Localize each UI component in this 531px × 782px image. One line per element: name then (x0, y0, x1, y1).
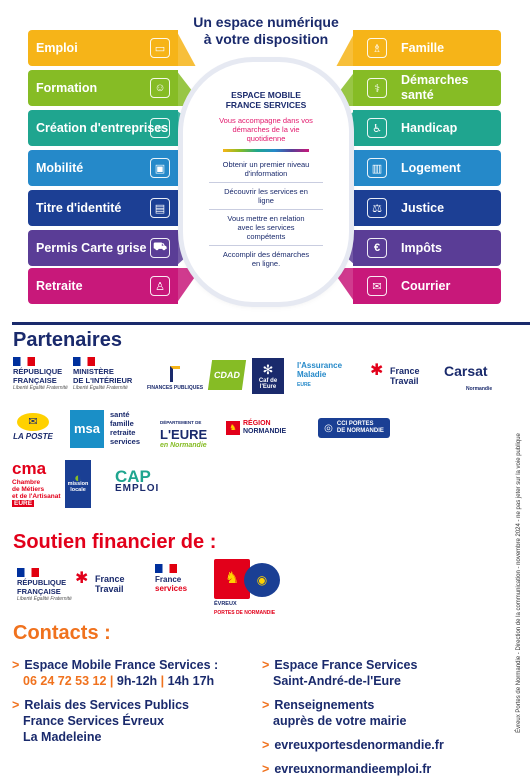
service-label: Création d'entreprises (36, 120, 169, 135)
service-label: Courrier (401, 278, 451, 293)
mobile-service-pill: ESPACE MOBILE FRANCE SERVICES Vous accom… (183, 62, 349, 302)
service-label: Démarches santé (401, 73, 469, 102)
building-icon: ▥ (367, 158, 387, 178)
service-justice: ⚖ Justice (353, 190, 501, 226)
service-retraite: Retraite ♙ (28, 268, 178, 304)
title-line-1: Un espace numérique (193, 14, 339, 30)
logo-cdad: CDAD (207, 360, 247, 390)
service-label: Titre d'identité (36, 200, 122, 215)
service-label: Handicap (401, 120, 458, 135)
service-formation: Formation ☺ (28, 70, 178, 106)
service-label: Justice (401, 200, 445, 215)
service-courrier: ✉ Courrier (353, 268, 501, 304)
contact-mobile-france-services: >Espace Mobile France Services : 06 24 7… (12, 658, 219, 688)
service-démarches-santé: ⚕ Démarches santé (353, 70, 501, 106)
page-title: Un espace numérique à votre disposition (150, 14, 382, 48)
logo-departement-eure: DÉPARTEMENT DE L'EURE en Normandie (160, 420, 208, 449)
service-titre-d-identité: Titre d'identité ▤ (28, 190, 178, 226)
partners-heading: Partenaires (13, 329, 122, 351)
retiree-icon: ♙ (150, 276, 170, 296)
service-mobilité: Mobilité ▣ (28, 150, 178, 186)
funding-heading: Soutien financier de : (13, 531, 217, 553)
link-evreux-portes-normandie[interactable]: >evreuxportesdenormandie.fr (262, 738, 444, 752)
service-emploi: Emploi ▭ (28, 30, 178, 66)
people-icon: ☺ (150, 78, 170, 98)
envelope-icon: ✉ (367, 276, 387, 296)
service-label: Logement (401, 160, 461, 175)
service-impôts: € Impôts (353, 230, 501, 266)
logo-caf: ✻Caf de l'Eure (252, 358, 284, 394)
logo-la-poste: ✉ LA POSTE (13, 413, 53, 442)
car-icon: ⛟ (150, 238, 170, 258)
service-label: Impôts (401, 240, 442, 255)
service-famille: ♗ Famille (353, 30, 501, 66)
logo-cap-emploi: CAP EMPLOI (115, 467, 160, 494)
service-création-d-entreprises: Création d'entreprises☼ (28, 110, 178, 146)
family-icon: ♗ (367, 38, 387, 58)
service-label: Emploi (36, 40, 78, 55)
caduceus-icon: ⚕ (367, 78, 387, 98)
pill-item: Obtenir un premier niveau d'information (209, 156, 323, 183)
logo-finances-publiques: FINANCES PUBLIQUES (145, 366, 205, 393)
service-label: Mobilité (36, 160, 84, 175)
service-logement: ▥ Logement (353, 150, 501, 186)
wheelchair-icon: ♿ (367, 118, 387, 138)
contacts-heading: Contacts : (13, 622, 111, 644)
scales-icon: ⚖ (367, 198, 387, 218)
bus-icon: ▣ (150, 158, 170, 178)
service-label: Permis Carte grise (36, 240, 147, 255)
tax-doc-icon: € (367, 238, 387, 258)
id-card-icon: ▤ (150, 198, 170, 218)
briefcase-icon: ▭ (150, 38, 170, 58)
pill-item: Vous mettre en relation avec les service… (209, 210, 323, 246)
pill-heading: ESPACE MOBILE FRANCE SERVICES (225, 90, 307, 110)
pill-tagline: Vous accompagne dans vos démarches de la… (219, 116, 313, 143)
phone-number: 06 24 72 53 12 (23, 674, 107, 688)
service-permis-carte-grise: Permis Carte grise⛟ (28, 230, 178, 266)
bulb-icon: ☼ (150, 118, 170, 138)
service-handicap: ♿ Handicap (353, 110, 501, 146)
service-label: Famille (401, 40, 445, 55)
contact-relais-services-publics: >Relais des Services Publics France Serv… (12, 698, 189, 744)
logo-evreux-portes-normandie: ♞ ◉ ÉVREUX PORTES DE NORMANDIE (214, 559, 282, 617)
contact-saint-andre: >Espace France Services Saint-André-de-l… (262, 658, 418, 688)
service-label: Formation (36, 80, 98, 95)
title-line-2: à votre disposition (203, 31, 329, 47)
side-legal-note: Évreux Portes de Normandie - Direction d… (516, 433, 522, 733)
pill-item: Découvrir les services en ligne (209, 183, 323, 210)
link-evreux-normandie-emploi[interactable]: >evreuxnormandieemploi.fr (262, 762, 432, 776)
service-label: Retraite (36, 278, 83, 293)
contact-mairie: >Renseignements auprès de votre mairie (262, 698, 407, 728)
pill-item: Accomplir des démarches en ligne. (222, 250, 310, 268)
section-divider (12, 322, 530, 325)
rainbow-divider (223, 149, 309, 152)
